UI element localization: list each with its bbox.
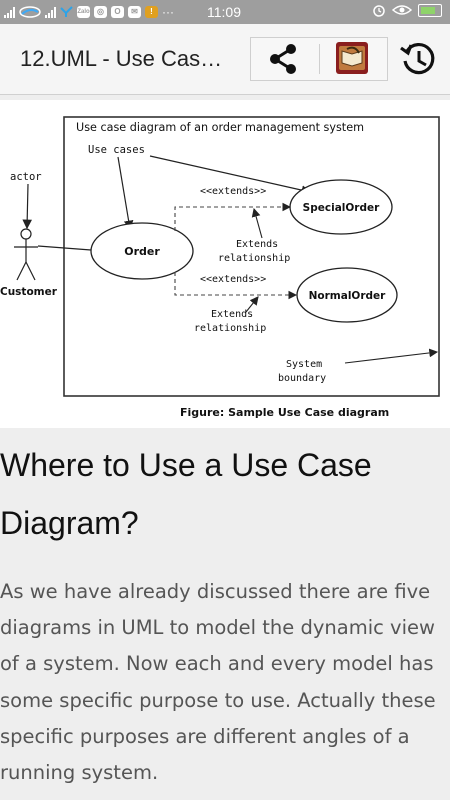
system-label-a: System xyxy=(286,359,322,370)
action-divider xyxy=(319,44,320,74)
alarm-icon xyxy=(373,5,385,17)
notification-icon: ! xyxy=(145,6,158,18)
extends-pointer-1 xyxy=(251,207,263,239)
zalo-icon: Zalo xyxy=(77,6,90,18)
actor-label: actor xyxy=(10,171,42,183)
share-button[interactable] xyxy=(258,40,308,78)
actor-name: Customer xyxy=(0,286,58,298)
page-title: 12.UML - Use Cas… xyxy=(20,46,223,71)
extends-pointer-2 xyxy=(245,296,259,313)
extends-label-1: <<extends>> xyxy=(200,186,266,197)
eye-icon xyxy=(392,5,412,15)
mail-icon: ✉ xyxy=(128,6,141,18)
system-label-b: boundary xyxy=(278,373,326,384)
book-icon xyxy=(336,42,368,74)
use-cases-arrow-special xyxy=(149,155,312,195)
diagram-svg: Use case diagram of an order management … xyxy=(0,116,440,419)
extends-rel-1b: relationship xyxy=(218,253,290,264)
history-button[interactable] xyxy=(396,38,440,80)
use-cases-label: Use cases xyxy=(88,144,145,156)
figure-caption: Figure: Sample Use Case diagram xyxy=(180,406,389,419)
section-paragraph: As we have already discussed there are f… xyxy=(0,580,436,785)
extends-rel-2b: relationship xyxy=(194,323,266,334)
carrier-icon xyxy=(19,6,41,18)
extends-label-2: <<extends>> xyxy=(200,274,266,285)
bookmark-button[interactable] xyxy=(334,40,370,76)
usecase-order xyxy=(90,222,194,280)
usecase-special-label: SpecialOrder xyxy=(303,202,380,214)
use-case-diagram-image: Use case diagram of an order management … xyxy=(0,100,450,428)
share-icon xyxy=(270,44,296,74)
history-icon xyxy=(400,43,435,75)
more-icon: ··· xyxy=(162,5,174,19)
instagram-icon: ◎ xyxy=(94,6,107,18)
extends-rel-2a: Extends xyxy=(211,309,253,320)
signal-icon xyxy=(45,6,56,18)
use-cases-arrow-order xyxy=(117,156,134,231)
system-boundary-pointer xyxy=(344,348,439,364)
diagram-title: Use case diagram of an order management … xyxy=(76,121,364,134)
system-boundary-box xyxy=(63,116,440,397)
actor-arrow xyxy=(22,183,32,230)
usecase-normal-label: NormalOrder xyxy=(309,290,387,302)
extends-line-1 xyxy=(174,202,292,231)
app-bar: 12.UML - Use Cas… xyxy=(0,24,450,95)
extends-line-2 xyxy=(174,272,298,300)
actor-figure xyxy=(14,228,38,281)
actor-association xyxy=(37,245,92,251)
status-icons-left: Zalo ◎ O ✉ ! ··· xyxy=(4,3,174,21)
usecase-order-label: Order xyxy=(124,245,160,258)
battery-icon xyxy=(418,3,442,17)
opera-icon: O xyxy=(111,6,124,18)
clock: 11:09 xyxy=(207,4,241,20)
extends-rel-1a: Extends xyxy=(236,239,278,250)
twitter-icon xyxy=(60,6,73,17)
section-heading: Where to Use a Use Case Diagram? xyxy=(0,447,372,541)
status-bar: Zalo ◎ O ✉ ! ··· 11:09 xyxy=(0,0,450,24)
signal-icon xyxy=(4,6,15,18)
status-icons-right xyxy=(372,3,442,17)
